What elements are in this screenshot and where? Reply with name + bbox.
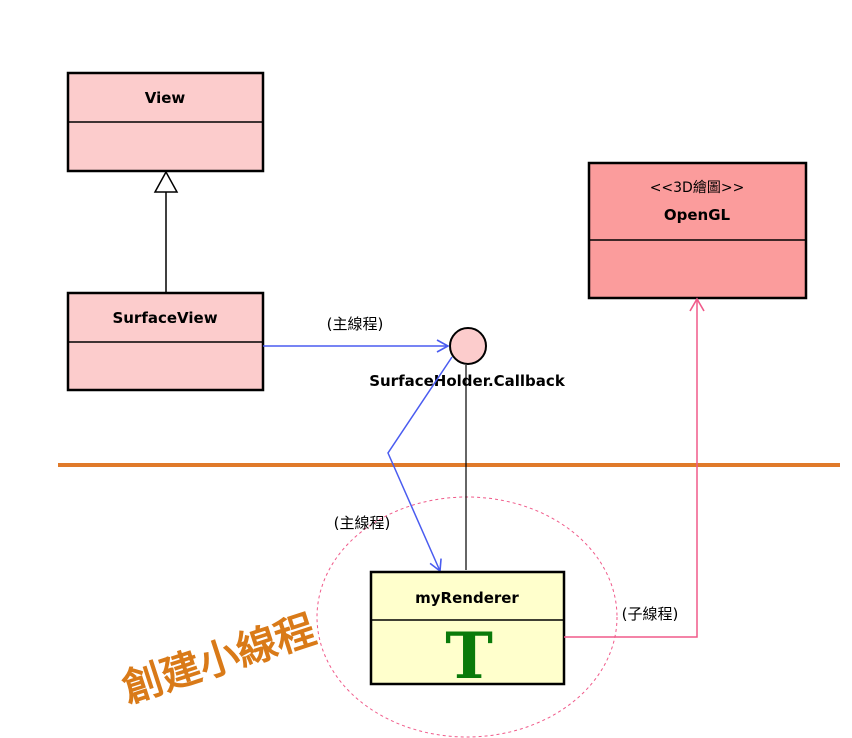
main-thread-label-top: (主線程) xyxy=(327,315,384,333)
class-my-renderer-name: myRenderer xyxy=(415,589,519,607)
annotation-create-thread: 創建小線程 xyxy=(117,607,321,713)
interface-name: SurfaceHolder.Callback xyxy=(369,372,566,390)
class-surface-view[interactable]: SurfaceView xyxy=(66,291,265,392)
class-opengl[interactable]: <<3D繪圖>> OpenGL xyxy=(587,161,808,300)
inheritance-arrowhead xyxy=(153,170,179,193)
class-view-name: View xyxy=(145,89,186,107)
main-thread-label-bottom: (主線程) xyxy=(334,514,391,532)
callback-to-renderer-arrow xyxy=(387,356,453,573)
renderer-to-opengl-arrow xyxy=(564,297,705,638)
class-my-renderer[interactable]: myRenderer T xyxy=(369,570,566,694)
class-view[interactable]: View xyxy=(66,71,265,173)
class-opengl-stereotype: <<3D繪圖>> xyxy=(650,179,745,196)
interface-lollipop[interactable] xyxy=(449,327,487,365)
class-surface-view-name: SurfaceView xyxy=(112,309,217,327)
renderer-highlight-ellipse xyxy=(316,496,618,738)
thread-marker: T xyxy=(445,619,493,694)
class-opengl-name: OpenGL xyxy=(664,206,731,224)
child-thread-label: (子線程) xyxy=(622,605,679,623)
